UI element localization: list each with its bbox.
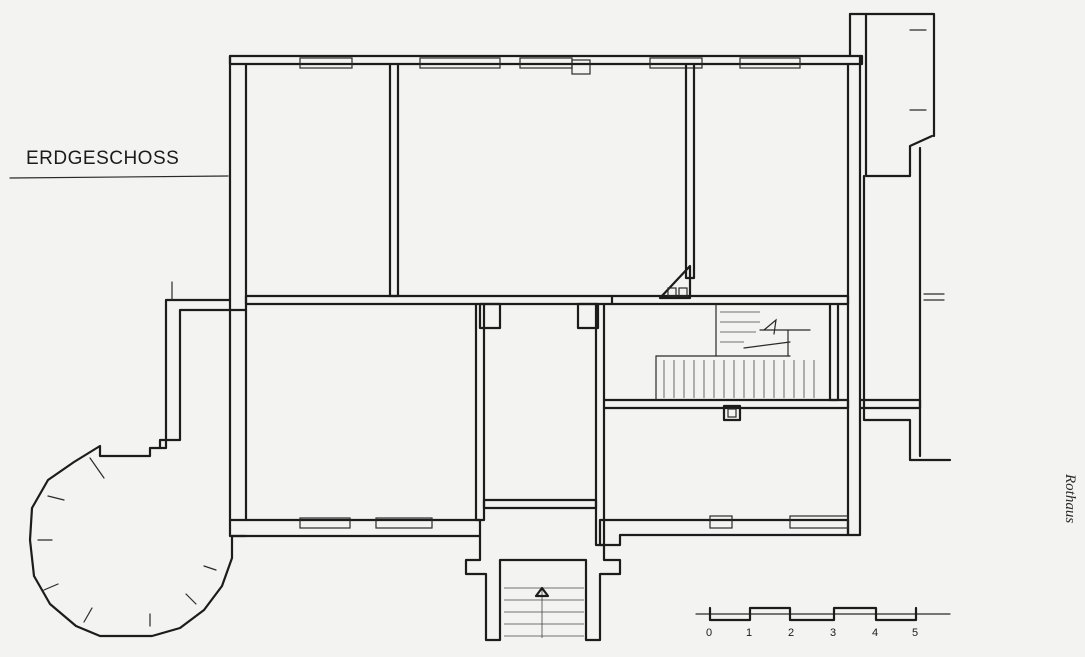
partition-wall [684,62,696,280]
south-windows [299,515,849,529]
window [299,517,351,529]
chimney [658,264,742,422]
north-wall [228,54,864,66]
interior-walls [244,62,850,547]
partition-wall [594,302,606,547]
window [419,57,501,69]
entrance-stairs [464,534,622,642]
scale-label: 2 [788,627,794,639]
partition-wall [482,498,598,510]
title-underline [9,175,229,179]
central-wall [244,294,614,306]
bay-window-annex [28,281,248,638]
staircase [655,303,815,401]
pier [571,59,591,75]
west-wall [228,54,248,522]
partition-wall [828,302,840,402]
scale-bar: 0 1 2 3 4 5 [695,606,951,639]
scale-label: 0 [706,627,712,639]
east-wall [846,54,862,537]
window [709,515,733,529]
scale-label: 5 [912,627,918,639]
scale-label: 3 [830,627,836,639]
central-wall-east [610,294,850,306]
south-wall-left [228,518,482,538]
scale-label: 4 [872,627,878,639]
scale-label: 1 [746,627,752,639]
south-wall-right [598,518,850,547]
pier [478,302,502,330]
drawing-title: ERDGESCHOSS [9,148,229,179]
north-windows [299,57,801,75]
signature: Rothaus [1062,473,1078,523]
outer-walls [228,54,864,547]
window [299,57,353,69]
east-wing [848,12,952,462]
partition-wall [474,302,486,522]
window [789,515,849,529]
partition-wall [388,62,400,298]
pier [576,302,600,330]
window [375,517,433,529]
window [739,57,801,69]
window [649,57,703,69]
partition-wall [602,398,850,410]
title-text: ERDGESCHOSS [26,148,179,169]
